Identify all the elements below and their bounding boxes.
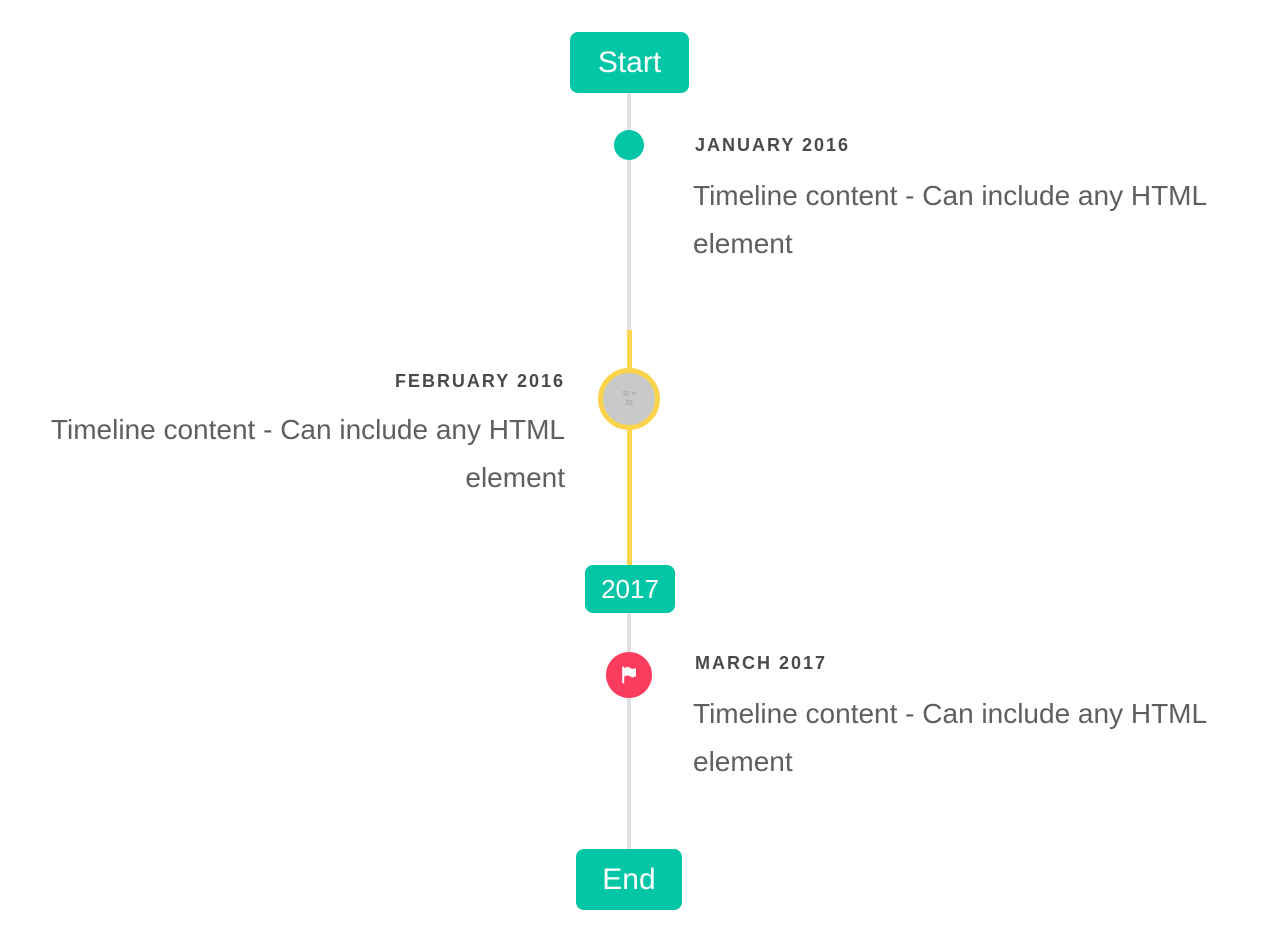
item-title-january-2016: JANUARY 2016 xyxy=(695,135,851,155)
item-title-march-2017: MARCH 2017 xyxy=(695,653,828,673)
broken-image-placeholder: 32 × 32 xyxy=(622,391,636,407)
timeline-start-badge[interactable]: Start xyxy=(570,32,689,93)
item-title-february-2016: FEBRUARY 2016 xyxy=(394,371,565,391)
flag-icon xyxy=(617,663,641,687)
timeline-end-badge[interactable]: End xyxy=(576,849,682,910)
item-content: Timeline content - Can include any HTML … xyxy=(693,180,1207,259)
item-content: Timeline content - Can include any HTML … xyxy=(50,414,565,493)
timeline-year-badge[interactable]: 2017 xyxy=(585,565,675,613)
timeline-dot-marker xyxy=(614,130,644,160)
item-content: Timeline content - Can include any HTML … xyxy=(693,698,1207,777)
timeline-rail-active-segment xyxy=(627,330,632,565)
image-circle-marker: 32 × 32 xyxy=(598,368,660,430)
flag-circle-marker xyxy=(606,652,652,698)
